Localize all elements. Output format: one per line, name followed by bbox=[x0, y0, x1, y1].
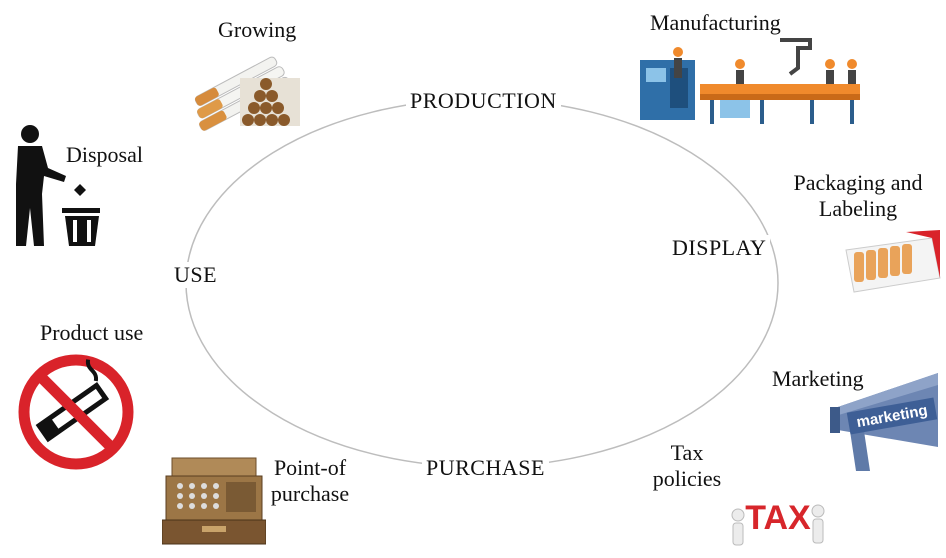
label-marketing: Marketing bbox=[772, 366, 864, 391]
label-packaging-line2: Labeling bbox=[818, 196, 898, 221]
stage-use: USE bbox=[170, 262, 222, 288]
label-tax-line1: Tax bbox=[670, 440, 704, 465]
label-product-use: Product use bbox=[40, 320, 144, 345]
label-growing: Growing bbox=[218, 17, 297, 42]
label-tax-line2: policies bbox=[652, 466, 722, 491]
label-pop-line1: Point-of bbox=[273, 455, 347, 480]
factory-workers-icon bbox=[640, 38, 860, 124]
label-disposal: Disposal bbox=[66, 142, 143, 167]
cigarette-pack-icon bbox=[845, 230, 941, 293]
stage-production: PRODUCTION bbox=[406, 88, 561, 114]
tax-word-text: TAX bbox=[745, 499, 811, 537]
disposal-trash-icon bbox=[16, 125, 100, 246]
cigarettes-pile-icon bbox=[194, 56, 300, 131]
label-packaging: Packaging and Labeling bbox=[778, 170, 938, 222]
no-smoking-icon bbox=[18, 354, 134, 470]
cash-register-icon bbox=[162, 457, 266, 545]
label-tax-policies: Tax policies bbox=[642, 440, 732, 492]
label-packaging-line1: Packaging and bbox=[793, 170, 923, 195]
tax-figures-icon: TAX bbox=[731, 499, 825, 546]
stage-display: DISPLAY bbox=[668, 235, 771, 261]
stage-purchase: PURCHASE bbox=[422, 455, 549, 481]
marketing-megaphone-icon: marketing bbox=[830, 373, 938, 471]
label-pop-line2: purchase bbox=[270, 481, 350, 506]
label-point-of-purchase: Point-of purchase bbox=[262, 455, 358, 507]
label-manufacturing: Manufacturing bbox=[650, 10, 781, 35]
